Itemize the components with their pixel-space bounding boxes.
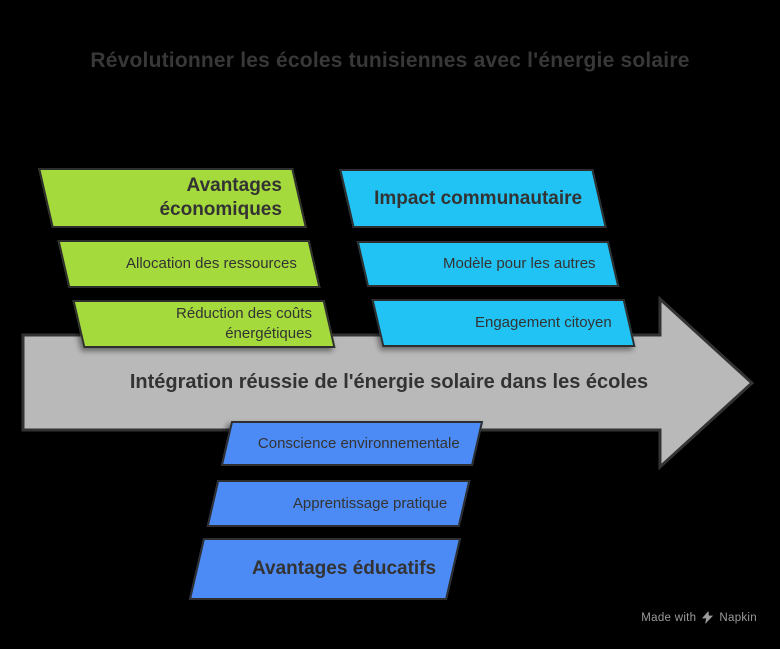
- community-header-label: Impact communautaire: [374, 187, 582, 209]
- community-item-shape: Modèle pour les autres: [356, 241, 620, 287]
- educational-item-shape: Conscience environnementale: [220, 421, 484, 466]
- educational-item-label: Apprentissage pratique: [292, 494, 448, 512]
- economic-item-shape: Réduction des coûts énergétiques: [72, 300, 336, 348]
- napkin-logo-icon: [702, 611, 714, 624]
- educational-item-shape: Apprentissage pratique: [206, 480, 471, 527]
- community-item-shape: Engagement citoyen: [371, 299, 636, 347]
- economic-item-shape: Allocation des ressources: [57, 240, 321, 288]
- diagram-title: Révolutionner les écoles tunisiennes ave…: [90, 49, 690, 72]
- arrow-label: Intégration réussie de l'énergie solaire…: [129, 371, 649, 393]
- economic-header-label: Avantages économiques: [159, 175, 282, 220]
- community-item-label: Modèle pour les autres: [443, 255, 596, 273]
- made-with-text: Made with: [641, 611, 697, 624]
- community-item-label: Engagement citoyen: [475, 314, 612, 332]
- community-header-shape: Impact communautaire: [339, 169, 607, 228]
- economic-header-shape: Avantages économiques: [38, 168, 307, 228]
- economic-item-label: Allocation des ressources: [126, 255, 297, 273]
- economic-item-label: Réduction des coûts énergétiques: [176, 305, 312, 342]
- educational-header-label: Avantages éducatifs: [251, 558, 436, 580]
- brand-text: Napkin: [719, 611, 757, 624]
- napkin-badge[interactable]: Made with Napkin: [641, 611, 757, 624]
- educational-item-label: Conscience environnementale: [258, 434, 461, 452]
- educational-header-shape: Avantages éducatifs: [188, 538, 462, 600]
